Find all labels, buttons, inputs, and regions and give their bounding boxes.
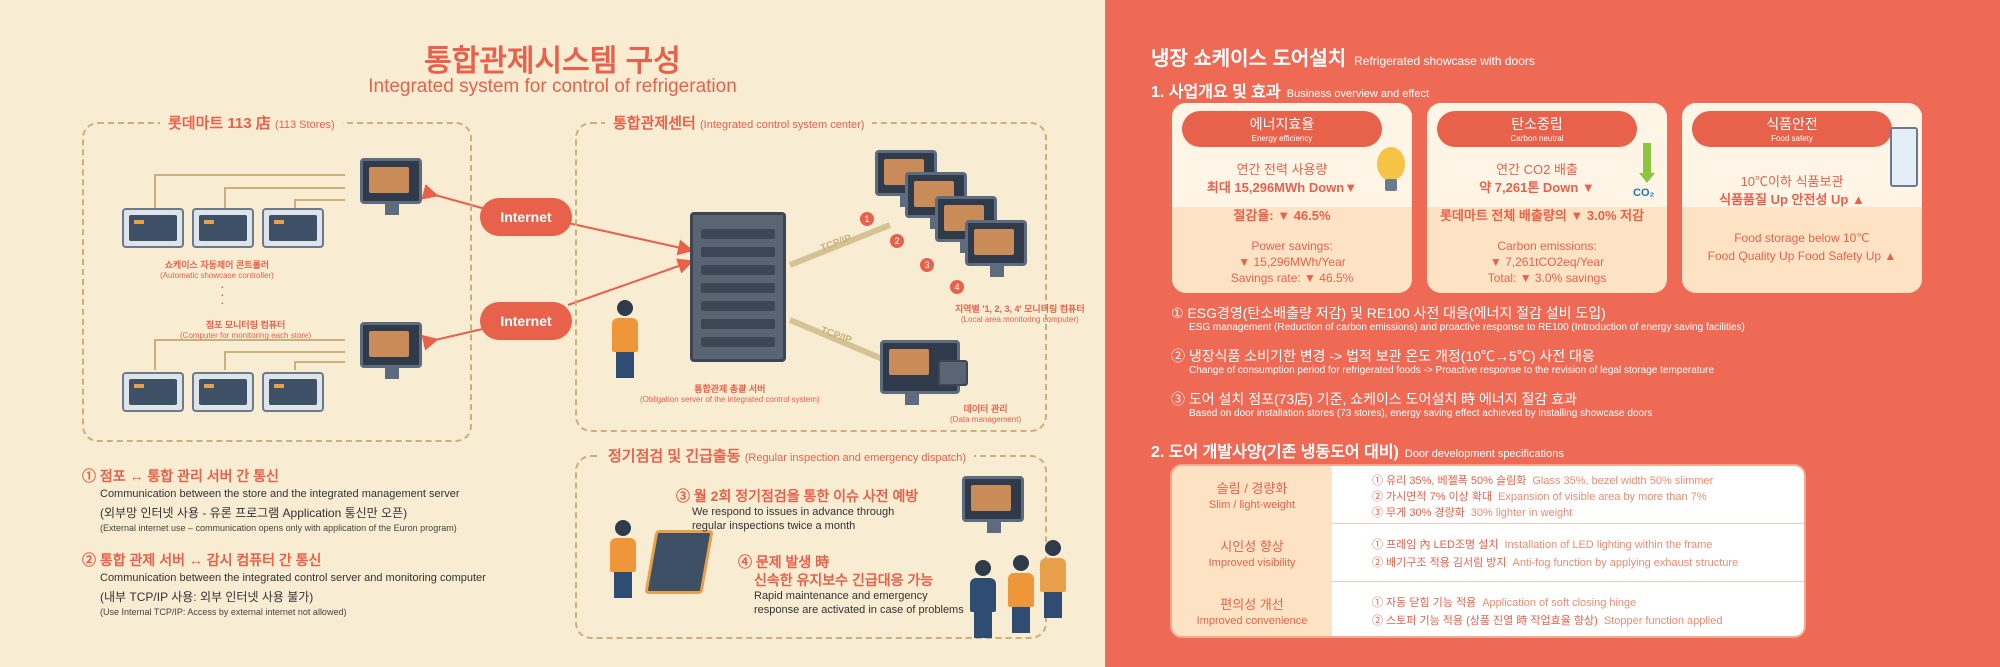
card-pill: 탄소중립 Carbon neutral [1437, 111, 1637, 147]
tablet-device [644, 530, 714, 594]
bullet-4-desc-2: response are activated in case of proble… [754, 604, 964, 616]
showcase-unit [192, 208, 254, 248]
team-figure [970, 560, 996, 638]
showcase-unit [192, 372, 254, 412]
monitor-pc-label: 점포 모니터링 컴퓨터 (Computer for monitoring eac… [180, 320, 312, 340]
left-panel: 통합관제시스템 구성 Integrated system for control… [82, 45, 1085, 639]
bullet-1-title: ① 점포 ↔ 통합 관리 서버 간 통신 [82, 468, 279, 484]
team-figure [1008, 555, 1034, 633]
pin-3: 3 [920, 258, 934, 272]
lightbulb-icon [1377, 147, 1405, 191]
co2-down-arrow-icon [1639, 143, 1655, 183]
bullet-3-desc: We respond to issues in advance through [692, 506, 895, 518]
bullet-2-desc-2: (내부 TCP/IP 사용: 외부 인터넷 사용 불가) [100, 590, 314, 604]
storage-box [938, 360, 968, 386]
spec-row-head: 편의성 개선 Improved convenience [1172, 582, 1332, 636]
showcase-unit [262, 372, 324, 412]
co2-label: CO₂ [1633, 187, 1655, 199]
item-2-title: ② 냉장식품 소비기한 변경 -> 법적 보관 온도 개정(10℃→5℃) 사전… [1171, 348, 1595, 364]
spec-table: 슬림 / 경량화 Slim / light-weight ① 유리 35%, 베… [1170, 464, 1806, 638]
support-monitor [962, 476, 1024, 533]
tcp-link-1 [788, 222, 892, 268]
bullet-4-desc: Rapid maintenance and emergency [754, 590, 928, 602]
item-3-desc: Based on door installation stores (73 st… [1189, 408, 1653, 419]
arrow-internet-2b [567, 258, 694, 306]
ellipsis-dots: ··· [220, 278, 225, 310]
spec-row-head: 슬림 / 경량화 Slim / light-weight [1172, 466, 1332, 524]
regional-pc-label: 지역별 '1, 2, 3, 4' 모니터링 컴퓨터 (Local area mo… [955, 304, 1085, 324]
pin-2: 2 [890, 234, 904, 248]
page-subtitle: Integrated system for control of refrige… [368, 76, 737, 97]
page-title: 통합관제시스템 구성 [424, 45, 681, 78]
showcase-controller-label: 쇼케이스 자동제어 콘트롤러 (Automatic showcase contr… [160, 260, 274, 280]
spec-row: 시인성 향상 Improved visibility ① 프레임 內 LED조명… [1172, 524, 1804, 582]
pin-1: 1 [860, 212, 874, 226]
server-label: 통합관제 총괄 서버 (Obligation server of the int… [640, 384, 820, 404]
internet-cloud: Internet [480, 290, 572, 340]
store-wiring-top [154, 174, 345, 208]
bullet-2-desc: Communication between the integrated con… [100, 572, 486, 584]
section-2-heading: 2. 도어 개발사양(기존 냉동도어 대비)Door development s… [1151, 444, 1564, 461]
showcase-unit [262, 208, 324, 248]
store-wiring-bottom [154, 339, 345, 370]
bullet-2-title: ② 통합 관제 서버 ↔ 감시 컴퓨터 간 통신 [82, 552, 322, 568]
bullet-1-note: (External internet use – communication o… [100, 523, 457, 533]
stores-box-label: 롯데마트 113 店 (113 Stores) [160, 112, 343, 133]
pin-4: 4 [950, 280, 964, 294]
center-box-label: 통합관제센터 (Integrated control system center… [605, 112, 873, 133]
showcase-unit [122, 372, 184, 412]
item-2-desc: Change of consumption period for refrige… [1189, 365, 1715, 376]
item-1-desc: ESG management (Reduction of carbon emis… [1189, 322, 1745, 333]
inspection-box-label: 정기점검 및 긴급출동 (Regular inspection and emer… [600, 445, 975, 466]
regional-monitor [965, 220, 1027, 277]
bullet-1-desc: Communication between the store and the … [100, 488, 460, 500]
showcase-unit [122, 208, 184, 248]
bullet-3-title: ③ 월 2회 정기점검을 통한 이슈 사전 예방 [676, 488, 919, 504]
bullet-4-title-2: 신속한 유지보수 긴급대응 가능 [754, 572, 934, 588]
team-figure [1040, 540, 1066, 618]
operator-figure [612, 300, 638, 378]
card-energy: 에너지효율 Energy efficiency 연간 전력 사용량 최대 15,… [1172, 103, 1412, 293]
data-mgmt-label: 데이터 관리 (Data management) [950, 404, 1022, 424]
bullet-3-desc-2: regular inspections twice a month [692, 520, 856, 532]
arrow-internet-1b [567, 222, 694, 256]
server-rack [690, 212, 786, 362]
item-1-title: ① ESG경영(탄소배출량 저감) 및 RE100 사전 대응(에너지 절감 설… [1171, 305, 1606, 321]
card-carbon: 탄소중립 Carbon neutral 연간 CO2 배출 약 7,261톤 D… [1427, 103, 1667, 293]
spec-row-head: 시인성 향상 Improved visibility [1172, 524, 1332, 582]
store-monitor [360, 322, 422, 379]
spec-row: 편의성 개선 Improved convenience ① 자동 닫힘 기능 적… [1172, 582, 1804, 636]
store-monitor [360, 158, 422, 215]
bullet-4-title: ④ 문제 발생 時 [738, 554, 830, 570]
internet-cloud: Internet [480, 186, 572, 236]
bullet-2-note: (Use Internal TCP/IP: Access by external… [100, 607, 347, 617]
tcp-link-2 [788, 317, 887, 363]
card-pill: 에너지효율 Energy efficiency [1182, 111, 1382, 147]
fridge-icon [1890, 127, 1918, 187]
spec-row: 슬림 / 경량화 Slim / light-weight ① 유리 35%, 베… [1172, 466, 1804, 524]
bullet-1-desc-2: (외부망 인터넷 사용 - 유론 프로그램 Application 통신만 오픈… [100, 506, 408, 520]
card-pill: 식품안전 Food safety [1692, 111, 1892, 147]
card-food-safety: 식품안전 Food safety 10℃이하 식품보관 식품품질 Up 안전성 … [1682, 103, 1922, 293]
technician-figure [610, 520, 636, 598]
item-3-title: ③ 도어 설치 점포(73店) 기준, 쇼케이스 도어설치 時 에너지 절감 효… [1171, 391, 1577, 407]
